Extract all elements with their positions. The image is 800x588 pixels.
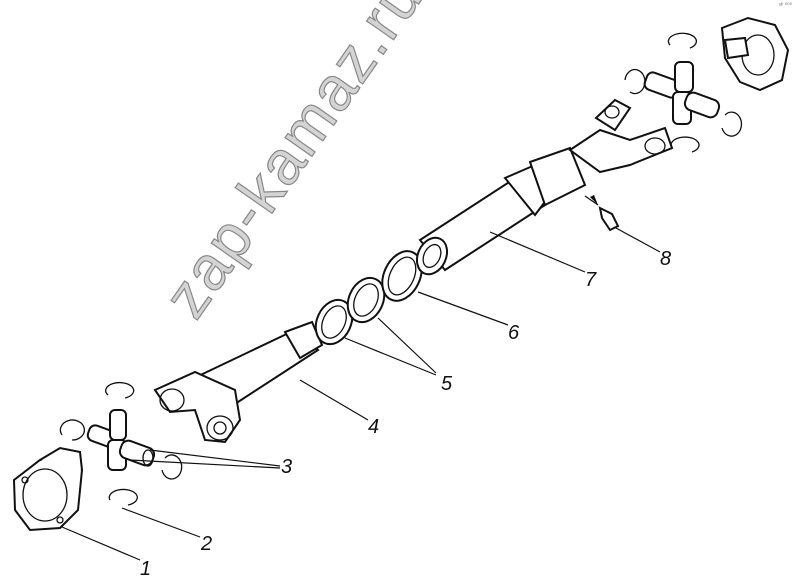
grease-fitting <box>584 195 620 232</box>
universal-joint-cross-right <box>643 61 721 125</box>
corner-mark: ᵃᵇ ⁰⁰⁰ <box>778 3 792 9</box>
flange-yoke-right <box>720 16 790 92</box>
label-1: 1 <box>140 558 152 580</box>
leader-lines <box>61 227 661 561</box>
universal-joint-cross-left <box>86 409 156 471</box>
snap-rings-left <box>59 381 183 506</box>
splined-sleeve-shaft <box>415 146 587 276</box>
snap-rings-right <box>624 32 743 153</box>
slip-yoke-shaft <box>153 320 324 444</box>
yoke-right <box>568 98 674 174</box>
seal-rings <box>314 276 386 346</box>
seal-ring-6 <box>381 250 423 302</box>
label-3: 3 <box>281 456 293 478</box>
label-5: 5 <box>441 373 453 395</box>
flange-yoke-left <box>12 446 84 532</box>
label-4: 4 <box>368 416 380 438</box>
label-8: 8 <box>660 248 672 270</box>
label-2: 2 <box>201 533 213 555</box>
label-7: 7 <box>585 269 597 291</box>
label-6: 6 <box>508 322 520 344</box>
